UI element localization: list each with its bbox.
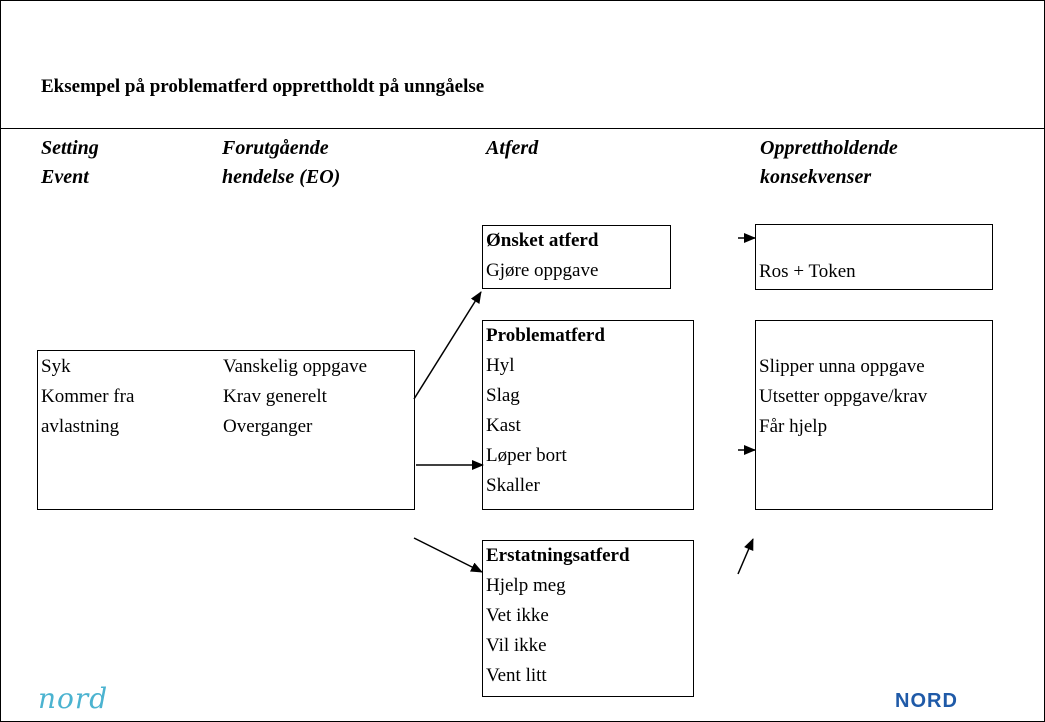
header-opprett-line1: Opprettholdende [760,137,898,159]
consequences-box: Slipper unna oppgave Utsetter oppgave/kr… [755,320,993,510]
setting-item: Kommer fra [41,386,135,407]
problem-behavior-heading: Problematferd [486,325,605,346]
nord-logo-left: nord [38,682,109,715]
header-atferd-line1: Atferd [486,137,539,159]
replacement-behavior-item: Vet ikke [486,605,549,626]
consequence-item: Utsetter oppgave/krav [759,386,928,407]
consequence-item: Slipper unna oppgave [759,356,925,377]
problem-behavior-item: Slag [486,385,520,406]
arrow-from-replacement [737,538,754,575]
slide-title: Eksempel på problematferd opprettholdt p… [41,76,485,97]
header-setting-event: Setting Event [41,134,99,192]
praise-box: Ros + Token [755,224,993,290]
header-setting-line1: Setting [41,137,99,159]
arrow-to-replacement [413,537,483,573]
setting-event-list: Syk Kommer fra avlastning [38,352,134,442]
header-setting-line2: Event [41,166,89,188]
antecedent-box: Syk Kommer fra avlastning Vanskelig oppg… [37,350,415,510]
problem-behavior-item: Skaller [486,475,540,496]
replacement-behavior-item: Vil ikke [486,635,547,656]
consequence-item: Får hjelp [759,416,828,437]
replacement-behavior-item: Vent litt [486,665,547,686]
problem-behavior-item: Løper bort [486,445,567,466]
header-atferd: Atferd [486,134,538,163]
header-opprettholdende: Opprettholdende konsekvenser [760,134,898,192]
desired-behavior-box: Ønsket atferd Gjøre oppgave [482,225,671,289]
replacement-behavior-item: Hjelp meg [486,575,566,596]
eo-item: Vanskelig oppgave [223,356,368,377]
replacement-behavior-heading: Erstatningsatferd [486,545,630,566]
arrow-to-desired [413,291,482,400]
header-forutgaende-line2: hendelse (EO) [222,166,341,188]
praise-item: Ros + Token [759,261,856,282]
eo-item: Krav generelt [223,386,327,407]
desired-behavior-item: Gjøre oppgave [486,260,599,281]
setting-item: Syk [41,356,71,377]
problem-behavior-box: Problematferd Hyl Slag Kast Løper bort S… [482,320,694,510]
header-forutgaende: Forutgående hendelse (EO) [222,134,340,192]
eo-item: Overganger [223,416,313,437]
header-forutgaende-line1: Forutgående [222,137,329,159]
setting-item: avlastning [41,416,120,437]
eo-list: Vanskelig oppgave Krav generelt Overgang… [220,352,367,442]
problem-behavior-item: Hyl [486,355,515,376]
nord-logo-right: NORD [895,690,958,712]
header-opprett-line2: konsekvenser [760,166,872,188]
title-divider [0,128,1045,129]
problem-behavior-item: Kast [486,415,521,436]
desired-behavior-heading: Ønsket atferd [486,230,599,251]
replacement-behavior-box: Erstatningsatferd Hjelp meg Vet ikke Vil… [482,540,694,697]
